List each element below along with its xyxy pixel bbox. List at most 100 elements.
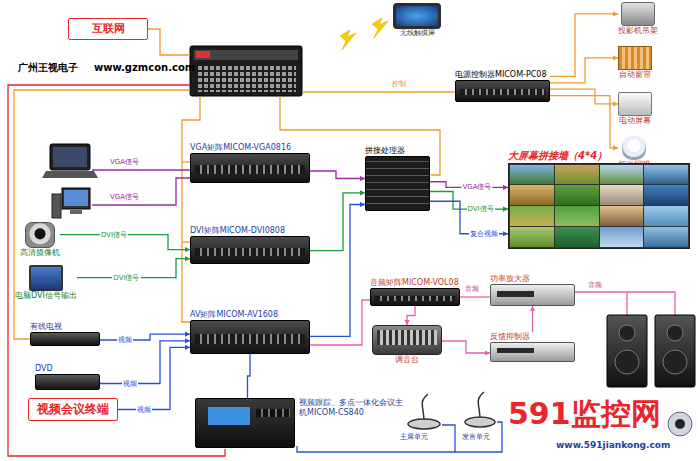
wire-label: 复合视频 xyxy=(469,230,499,238)
annotation-label: 主席单元 xyxy=(400,433,428,441)
device-node: AV矩阵MICOM-AV1608 xyxy=(190,310,310,354)
device-node: 拼接处理器 xyxy=(365,146,430,211)
connector-line xyxy=(310,171,365,179)
tablet-body xyxy=(393,3,441,29)
connector xyxy=(310,171,365,181)
connector xyxy=(530,306,535,332)
device-node: 调音台 xyxy=(372,325,442,365)
wall-tile xyxy=(510,206,554,226)
device-node: VGA矩阵MICOM-VGA0816 xyxy=(190,143,310,183)
node-label: 调音台 xyxy=(395,355,419,365)
node-label: 电源控制器MICOM-PC08 xyxy=(455,70,547,80)
rack-body xyxy=(370,288,460,306)
arrow-head xyxy=(613,145,618,150)
device-node: 无线触摸屏 xyxy=(393,3,441,38)
arrow-head xyxy=(613,11,618,16)
arrow-head xyxy=(530,306,535,311)
node-label: DVD xyxy=(35,364,53,374)
annotation-label: www.gzmcon.com xyxy=(94,62,195,74)
conference-wire xyxy=(297,425,455,452)
wall-tile xyxy=(644,227,688,247)
pc-icon xyxy=(64,190,88,206)
connector xyxy=(118,345,190,410)
wall-tile xyxy=(510,185,554,205)
wall-tile xyxy=(555,185,599,205)
connector-line xyxy=(550,89,618,104)
wall-tile xyxy=(600,227,644,247)
connector xyxy=(550,96,618,151)
wire-label: VGA信号 xyxy=(461,183,492,191)
node-label: 高清摄像机 xyxy=(20,248,60,258)
wall-tile xyxy=(555,165,599,185)
node-label: 拼接处理器 xyxy=(365,146,405,156)
laptop-icon xyxy=(53,147,87,167)
amp-body xyxy=(490,284,575,306)
wire-label: 视频 xyxy=(136,405,152,413)
camera-logo xyxy=(668,412,692,436)
node-label: 有线电视 xyxy=(30,322,62,332)
pc-icon xyxy=(62,188,90,209)
device-node: 电动屏幕 xyxy=(618,92,652,126)
wall-tile xyxy=(555,227,599,247)
vga-wire xyxy=(92,169,190,170)
device-node: 互联网 xyxy=(68,18,148,40)
control-wire xyxy=(302,91,455,92)
audio-wire xyxy=(310,300,370,345)
cs840-body xyxy=(195,398,295,448)
speaker-icon xyxy=(619,325,635,341)
node-label: 功率放大器 xyxy=(490,274,530,284)
rack-body xyxy=(190,153,310,183)
node-label: 互联网 xyxy=(92,22,125,36)
annotation-label: 发言单元 xyxy=(462,433,490,441)
camera-logo xyxy=(668,412,692,436)
wall-tile xyxy=(510,227,554,247)
node-label: 视频跟踪、多点一体化会议主机MICOM-CS840 xyxy=(299,398,405,418)
wire-label: DVI信号 xyxy=(466,205,494,213)
app3-body xyxy=(618,92,652,116)
node-label: 投影机吊架 xyxy=(618,26,658,36)
connector xyxy=(404,306,415,325)
device-node: 电脑DVI信号输出 xyxy=(15,265,77,301)
wall-tile xyxy=(510,165,554,185)
rack-body xyxy=(455,80,550,102)
serial-wire xyxy=(8,85,225,456)
wire-label: 视频 xyxy=(122,379,138,387)
device-node: 视频跟踪、多点一体化会议主机MICOM-CS840 xyxy=(195,398,405,448)
audio-wire xyxy=(627,292,675,315)
speaker-icon xyxy=(667,325,683,341)
microphone-icon xyxy=(478,392,484,419)
connector-line xyxy=(550,96,618,148)
host-device xyxy=(196,64,296,92)
device-node: 自动窗帘 xyxy=(618,46,652,80)
wall-tile xyxy=(644,185,688,205)
connector-line xyxy=(118,347,190,409)
audio-wire xyxy=(460,296,490,297)
annotation-label: VGA信号 xyxy=(110,193,139,201)
speaker-icon xyxy=(607,315,647,387)
connector-line xyxy=(550,14,618,77)
amp-body xyxy=(490,342,575,362)
annotation-label: www.591jiankong.com xyxy=(556,440,670,451)
microphone-icon xyxy=(408,419,440,429)
laptop-icon xyxy=(42,171,98,178)
node-label: 音频矩阵MICOM-VOL08 xyxy=(370,278,459,288)
microphone-icon xyxy=(465,417,495,427)
connector-line xyxy=(100,334,190,340)
node-label: 反馈抑制器 xyxy=(490,332,530,342)
rack2-body xyxy=(365,156,430,211)
camera-body xyxy=(25,222,55,248)
node-label: 视频会议终端 xyxy=(37,402,109,417)
app1-body xyxy=(621,2,655,26)
device-node: 电源控制器MICOM-PC08 xyxy=(455,70,550,102)
stb-body xyxy=(35,374,100,390)
pc-icon xyxy=(70,210,82,214)
connector xyxy=(310,190,365,251)
wall-body xyxy=(508,163,690,249)
annotation-label: 音频 xyxy=(465,285,479,293)
audio-wire xyxy=(575,292,627,315)
node-label: 无线触摸屏 xyxy=(400,29,435,38)
device-node: 有线电视 xyxy=(30,322,100,346)
connector xyxy=(550,11,618,76)
node-label: AV矩阵MICOM-AV1608 xyxy=(190,310,278,320)
wire-label: DVI信号 xyxy=(112,273,140,281)
